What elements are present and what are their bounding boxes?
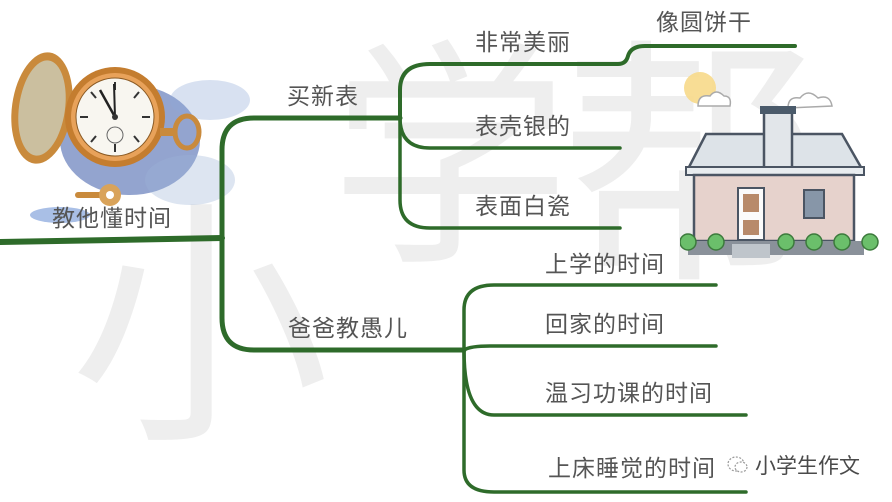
branch-1-child-1-label: 非常美丽	[475, 30, 571, 56]
branch-2-child-2-label: 回家的时间	[545, 312, 665, 338]
branch-1-grandchild-1-label: 像圆饼干	[656, 10, 752, 36]
branch-1-label: 买新表	[287, 84, 359, 110]
wechat-icon	[727, 456, 748, 473]
house-illustration	[680, 72, 879, 258]
branch-2-child-1-label: 上学的时间	[545, 252, 665, 278]
brand-label: 小学生作文	[755, 454, 860, 478]
brand-watermark: 小学生作文	[727, 450, 860, 480]
branch-2-child-3-label: 温习功课的时间	[545, 381, 713, 407]
branch-1-child-2-label: 表壳银的	[475, 114, 571, 140]
root-node-label: 教他懂时间	[52, 206, 172, 232]
branch-2-label: 爸爸教愚儿	[288, 316, 408, 342]
branch-2-child-4-label: 上床睡觉的时间	[548, 456, 716, 482]
pocket-watch-illustration	[11, 52, 250, 223]
branch-1-child-3-label: 表面白瓷	[475, 194, 571, 220]
